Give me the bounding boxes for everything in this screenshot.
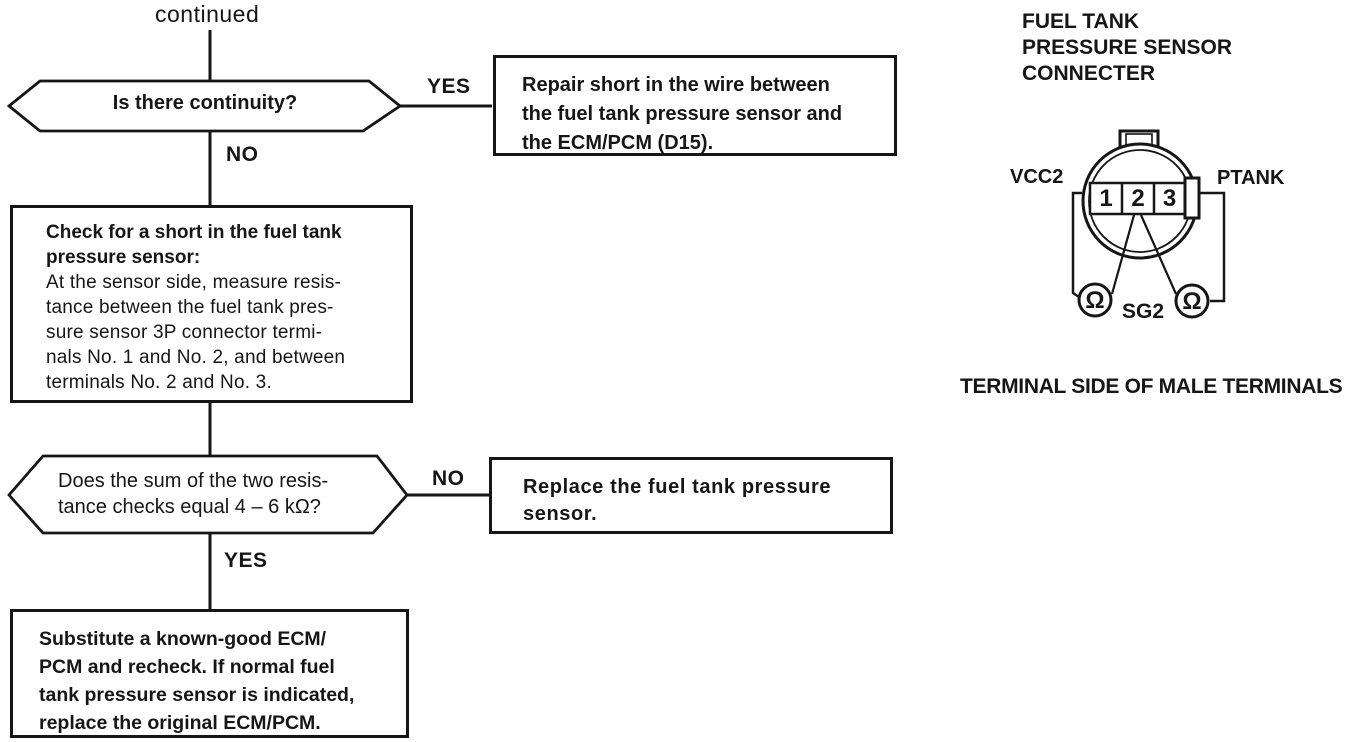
probe-wire-terminal-2-left bbox=[1110, 214, 1136, 295]
yes-branch-label-1: YES bbox=[427, 75, 471, 98]
check-step-heading: Check for a short in the fuel tank press… bbox=[46, 222, 342, 268]
decision-continuity-question: Is there continuity? bbox=[112, 92, 298, 114]
pin-label-sg2: SG2 bbox=[1122, 300, 1165, 323]
decision-resistance-question: Does the sum of the two resis- tance che… bbox=[58, 470, 329, 518]
ohmmeter-symbol-left: Ω bbox=[1085, 287, 1105, 314]
pin-label-ptank: PTANK bbox=[1217, 167, 1285, 189]
terminal-number-2: 2 bbox=[1131, 185, 1145, 212]
replace-action-text: Replace the fuel tank pressure sensor. bbox=[523, 476, 832, 525]
connector-pinout-drawing bbox=[1071, 129, 1226, 319]
probe-wire-terminal-1 bbox=[1071, 191, 1082, 299]
connector-diagram-title: FUEL TANK PRESSURE SENSOR CONNECTER bbox=[1022, 10, 1233, 85]
check-step-body: At the sensor side, measure resis- tance… bbox=[46, 272, 346, 393]
no-branch-label-2: NO bbox=[432, 467, 465, 490]
repair-action-text: Repair short in the wire between the fue… bbox=[522, 74, 843, 154]
flow-connector-lines bbox=[6, 30, 492, 610]
ohmmeter-circle-left bbox=[1077, 282, 1113, 318]
terminal-strip-collar bbox=[1183, 176, 1201, 220]
action-box-replace-sensor: Replace the fuel tank pressure sensor. bbox=[489, 457, 893, 534]
no-branch-label-1: NO bbox=[226, 143, 259, 166]
terminal-strip bbox=[1088, 181, 1187, 216]
action-box-substitute-ecm: Substitute a known-good ECM/ PCM and rec… bbox=[10, 609, 409, 738]
terminal-number-3: 3 bbox=[1162, 185, 1177, 212]
substitute-action-text: Substitute a known-good ECM/ PCM and rec… bbox=[39, 628, 355, 734]
probe-wire-terminal-3 bbox=[1199, 191, 1226, 303]
step-box-check-sensor: Check for a short in the fuel tank press… bbox=[10, 205, 413, 403]
terminal-number-1: 1 bbox=[1099, 185, 1113, 212]
probe-wire-terminal-2-right bbox=[1139, 214, 1178, 295]
ohmmeter-circle-right bbox=[1174, 283, 1210, 319]
ohmmeter-symbol-right: Ω bbox=[1182, 288, 1202, 315]
yes-branch-label-2: YES bbox=[224, 549, 268, 572]
pin-label-vcc2: VCC2 bbox=[1010, 166, 1064, 188]
continued-label: continued bbox=[155, 1, 260, 27]
terminal-side-caption: TERMINAL SIDE OF MALE TERMINALS bbox=[960, 375, 1343, 398]
action-box-repair-short: Repair short in the wire between the fue… bbox=[493, 55, 897, 156]
